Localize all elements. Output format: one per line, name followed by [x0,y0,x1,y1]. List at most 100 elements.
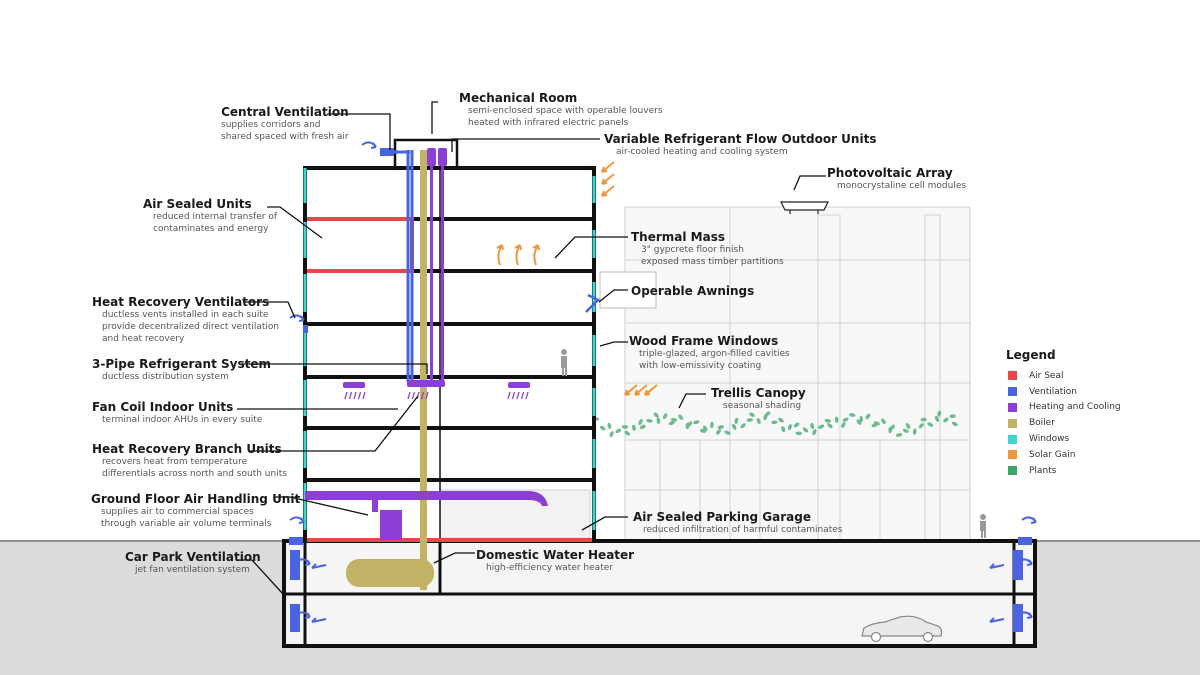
leaf [849,413,856,417]
label-three-pipe-refrigerant: 3-Pipe Refrigerant System ductless distr… [92,357,271,383]
air-flow-line [411,391,416,400]
legend-swatch [1008,387,1017,397]
leaf [842,417,849,422]
leaf [710,421,714,429]
ventilation-arrow [311,617,327,623]
legend-item: Heating and Cooling [1006,400,1121,416]
trellis-title: Trellis Canopy [711,386,806,400]
leaf [732,423,737,430]
air-flow-line [362,391,366,400]
ahu-title: Ground Floor Air Handling Unit [91,492,301,506]
leaf [632,424,636,431]
leaf [920,417,927,422]
ventilation-arrow [289,516,305,524]
central-ventilation-title: Central Ventilation [221,105,349,119]
ventilation-arrow [295,611,311,619]
ventilation-arrows [289,141,1037,623]
legend-label: Solar Gain [1029,449,1076,460]
air-sealed-units-desc: reduced internal transfer of contaminate… [153,212,277,234]
thermal-mass-title: Thermal Mass [631,230,726,244]
legend-swatch [1008,434,1017,444]
hrb-desc: recovers heat from temperature different… [102,457,287,479]
water-heater-desc: high-efficiency water heater [486,563,613,573]
leaf [787,424,792,431]
windows-desc: triple-glazed, argon-filled cavities wit… [639,349,790,371]
air-flow-line [516,391,520,400]
car-icon [861,615,943,643]
label-thermal-mass: Thermal Mass 3" gypcrete floor finish ex… [631,230,784,268]
vrf-desc: air-cooled heating and cooling system [616,147,788,157]
legend-label: Plants [1029,465,1057,476]
legend-title: Legend [1006,348,1056,362]
leaf [702,425,708,432]
leaf [746,418,753,422]
air-flow-line [420,391,425,400]
leaf [859,415,864,423]
leaf [865,413,871,420]
leader-lines [237,101,826,595]
leaf [734,417,739,424]
windows-title: Wood Frame Windows [629,334,779,348]
label-heat-recovery-ventilators: Heat Recovery Ventilators ductless vents… [92,295,279,345]
label-air-sealed-units: Air Sealed Units reduced internal transf… [143,197,277,235]
leaf [717,425,724,429]
solar-gain-arrow [644,384,658,396]
refrigerant-title: 3-Pipe Refrigerant System [92,357,271,371]
leaf [818,424,825,429]
label-fan-coil-indoor-units: Fan Coil Indoor Units terminal indoor AH… [92,400,262,426]
air-flow-line [511,391,516,400]
leaf [749,412,755,417]
heat-rise-arrow [514,244,522,266]
mechanical-room-desc: semi-enclosed space with operable louver… [468,106,663,128]
legend-swatch [1008,450,1017,460]
label-domestic-water-heater: Domestic Water Heater high-efficiency wa… [476,548,634,574]
leaf [810,422,815,430]
fan-coil-drips [344,391,529,400]
ventilation-arrow [1017,558,1033,566]
car-park-desc: jet fan ventilation system [135,565,250,575]
leaf [949,414,956,419]
air-flow-line [348,391,353,400]
air-flow-line [425,391,429,400]
leaf [740,423,746,429]
leaf [934,415,940,422]
legend-label: Boiler [1029,418,1055,429]
leaf [905,423,911,429]
operable-awnings-title: Operable Awnings [631,284,755,298]
leaf [670,417,678,422]
ventilation-arrow [989,563,1005,569]
leaf [615,428,622,434]
boiler-system [346,150,434,590]
vrf-title: Variable Refrigerant Flow Outdoor Units [604,132,877,146]
garage-title: Air Sealed Parking Garage [633,510,811,524]
heat-rise-arrow [532,244,540,266]
heat-rise-arrow [496,244,504,266]
leaf [937,410,942,417]
adjacent-building [439,206,971,542]
legend-item: Solar Gain [1006,447,1121,463]
legend-label: Air Seal [1029,370,1064,381]
leaf [795,431,802,436]
leaf [881,418,886,425]
trellis-canopy-plants [592,410,958,438]
ventilation-arrow [989,617,1005,623]
legend-item: Boiler [1006,415,1121,431]
ventilation-arrow [295,558,311,566]
leaf [951,421,958,427]
leaf [902,428,909,433]
leaf [943,417,949,423]
leaf [873,421,880,426]
air-flow-line [344,391,348,400]
air-flow-line [525,391,529,400]
air-sealed-units-title: Air Sealed Units [143,197,252,211]
leaf [927,422,934,427]
thermal-mass-desc: 3" gypcrete floor finish exposed mass ti… [641,245,784,267]
air-flow-line [520,391,525,400]
building-floors [303,166,596,543]
label-air-sealed-parking-garage: Air Sealed Parking Garage reduced infilt… [633,510,842,536]
legend-item: Air Seal [1006,368,1121,384]
ventilation-arrow [289,314,305,322]
central-ventilation-desc: supplies corridors and shared spaced wit… [221,120,349,142]
legend-label: Ventilation [1029,386,1077,397]
